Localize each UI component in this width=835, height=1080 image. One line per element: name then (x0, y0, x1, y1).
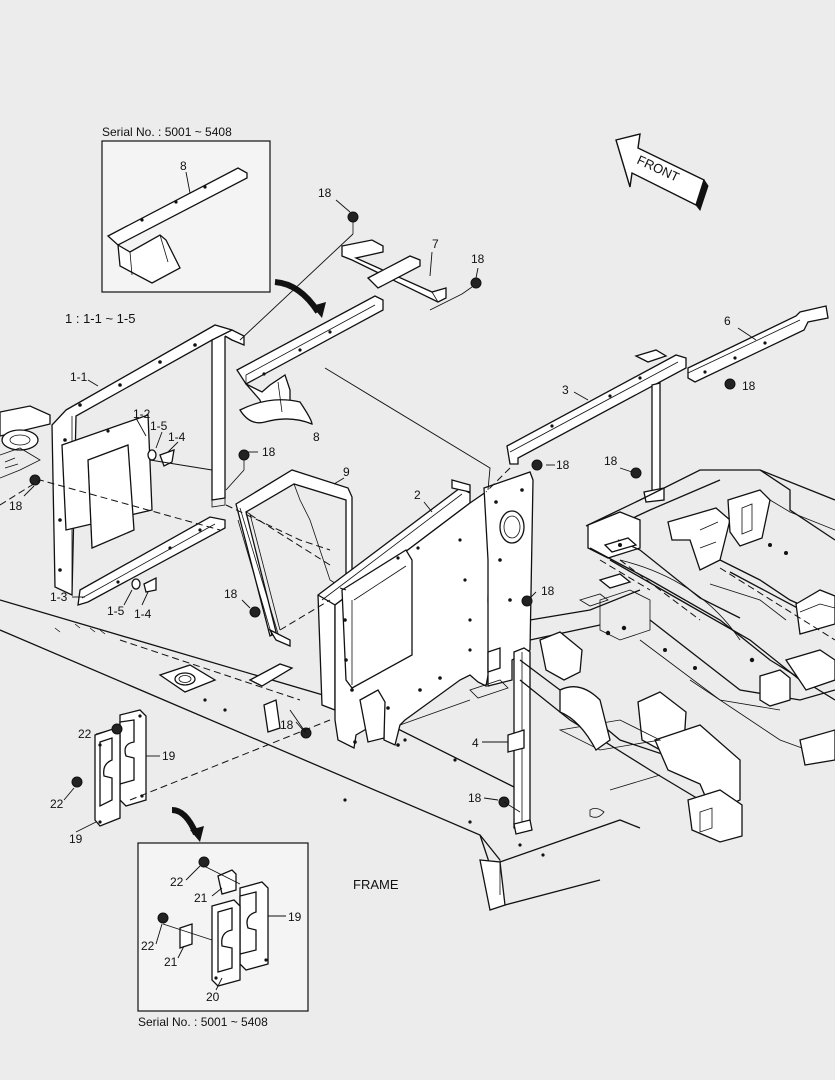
main-frame (519, 469, 835, 843)
left-cab-corner (0, 405, 51, 479)
serial-note-top: Serial No. : 5001 ~ 5408 (102, 125, 232, 139)
part-6-bar (687, 305, 829, 383)
callout-18-d: 18 (262, 445, 276, 459)
callout-1-2: 1-2 (133, 407, 151, 421)
callout-4: 4 (472, 736, 479, 750)
callout-2: 2 (414, 488, 421, 502)
callout-18-j: 18 (468, 791, 482, 805)
callout-18-i: 18 (541, 584, 555, 598)
callout-3: 3 (562, 383, 569, 397)
part-3-bar (506, 349, 687, 503)
callout-6: 6 (724, 314, 731, 328)
callout-18-a: 18 (318, 186, 332, 200)
callout-1-5-b: 1-5 (107, 604, 125, 618)
part-8-bracket (236, 295, 384, 425)
part-1-1-panel (51, 324, 245, 606)
callout-19-c: 19 (288, 910, 302, 924)
callout-18-k: 18 (280, 718, 294, 732)
fasteners (29, 211, 736, 924)
callout-19-a: 19 (162, 749, 176, 763)
callout-8-inset: 8 (180, 159, 187, 173)
part-2-panel (317, 471, 534, 749)
part-4-post (507, 647, 533, 835)
callout-22-d: 22 (141, 939, 155, 953)
callout-1-1: 1-1 (70, 370, 88, 384)
callout-19-b: 19 (69, 832, 83, 846)
callout-8: 8 (313, 430, 320, 444)
callout-18-b: 18 (471, 252, 485, 266)
callout-1-3: 1-3 (50, 590, 68, 604)
callout-7: 7 (432, 237, 439, 251)
serial-note-bottom: Serial No. : 5001 ~ 5408 (138, 1015, 268, 1029)
assembly-dashed-lines (0, 467, 651, 801)
callout-9: 9 (343, 465, 350, 479)
callout-1-5-a: 1-5 (150, 419, 168, 433)
callout-18-e: 18 (556, 458, 570, 472)
group-note: 1 : 1-1 ~ 1-5 (65, 311, 135, 326)
callout-labels: 8 8 18 7 18 6 1-1 1-2 1-5 1-4 18 18 3 18… (9, 159, 756, 1004)
callout-20: 20 (206, 990, 220, 1004)
callout-21-b: 21 (164, 955, 178, 969)
frame-label: FRAME (353, 877, 399, 892)
clamp-assembly-inset (179, 869, 269, 987)
leader-lines (23, 171, 757, 991)
callout-22-a: 22 (78, 727, 92, 741)
clamp-assembly-19 (94, 709, 147, 827)
callout-18-h: 18 (224, 587, 238, 601)
front-arrow (615, 133, 709, 212)
callout-18-c: 18 (742, 379, 756, 393)
inset-bracket-8 (106, 167, 248, 284)
callout-18-g: 18 (9, 499, 23, 513)
part-7-bar (341, 239, 447, 303)
callout-1-4-a: 1-4 (168, 430, 186, 444)
callout-18-f: 18 (604, 454, 618, 468)
callout-1-4-b: 1-4 (134, 607, 152, 621)
callout-22-c: 22 (170, 875, 184, 889)
callout-22-b: 22 (50, 797, 64, 811)
callout-21-a: 21 (194, 891, 208, 905)
